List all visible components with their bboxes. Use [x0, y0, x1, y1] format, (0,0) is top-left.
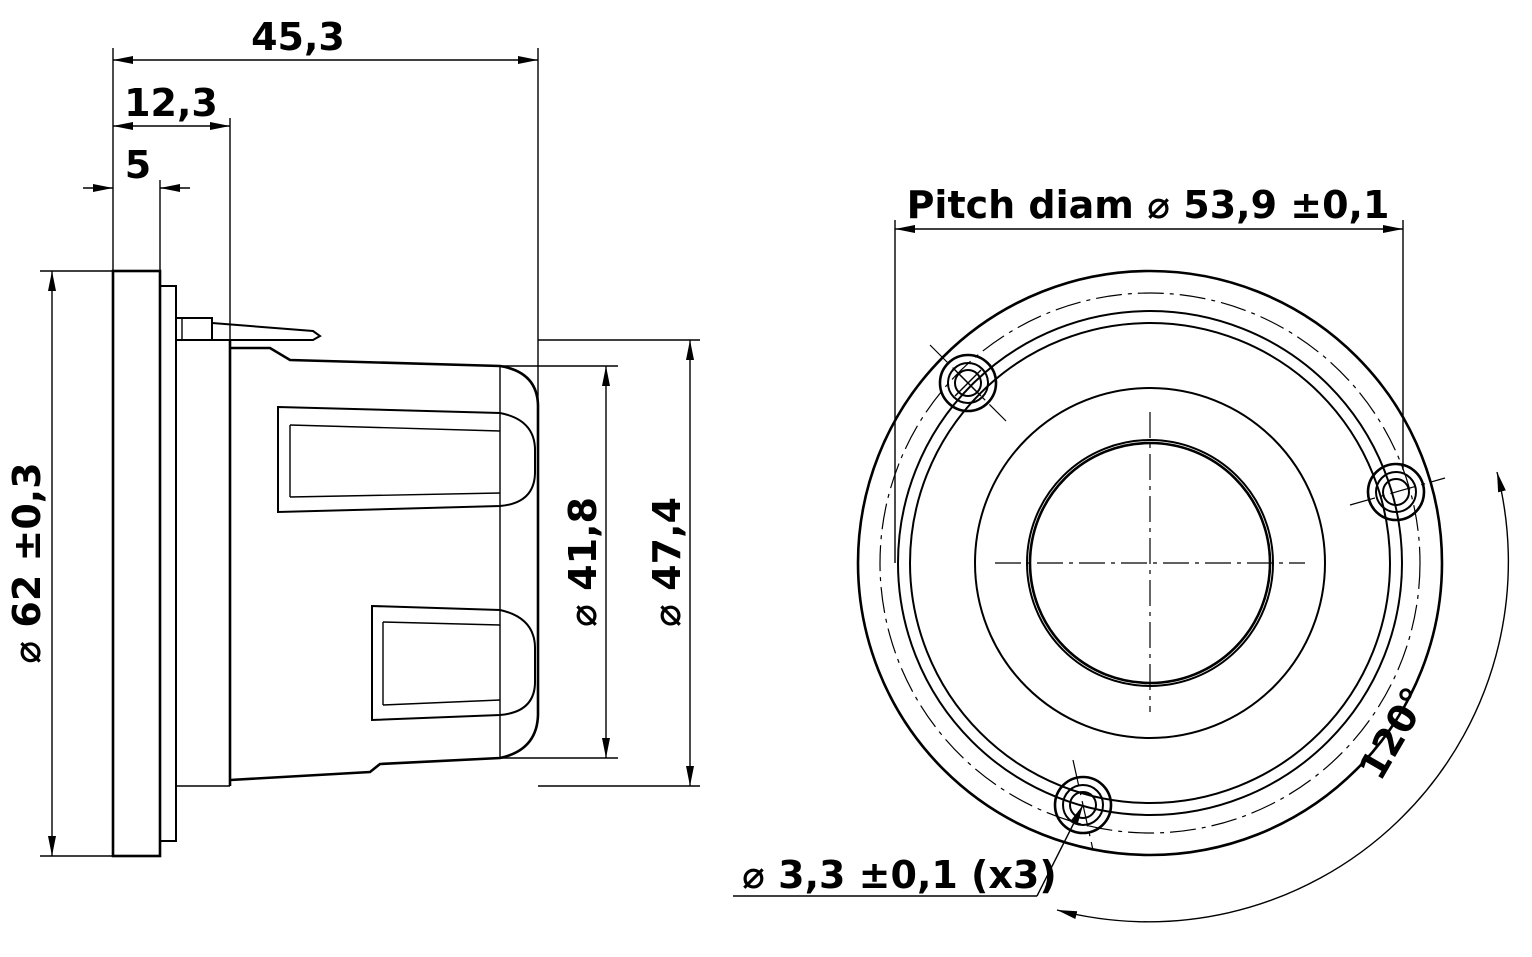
terminal-tab	[175, 317, 322, 341]
svg-text:⌀ 62 ±0,3: ⌀ 62 ±0,3	[5, 462, 49, 663]
svg-text:⌀ 41,8: ⌀ 41,8	[561, 497, 605, 627]
dim-terminal-depth: 12,3	[124, 81, 218, 125]
front-view: Pitch diam ⌀ 53,9 ±0,1 ⌀ 3,3 ±0,1 (x3) 1…	[733, 183, 1510, 923]
hole-dimension: 3,3 ±0,1 (x3)	[778, 853, 1057, 897]
svg-text:⌀ 3,3 ±0,1 (x3): ⌀ 3,3 ±0,1 (x3)	[742, 853, 1057, 897]
dim-inner-diameter: 41,8	[561, 497, 605, 591]
angle-dimension	[1056, 471, 1510, 923]
side-view: 45,3 12,3 5 ⌀ 62 ±0,3 ⌀ 41,8 ⌀ 47,4	[5, 15, 700, 858]
pitch-dimension	[894, 220, 1404, 563]
mounting-hole-2	[1349, 462, 1446, 522]
svg-text:⌀ 47,4: ⌀ 47,4	[645, 497, 689, 627]
pitch-value: 53,9 ±0,1	[1183, 183, 1389, 227]
diameter-symbol: ⌀	[645, 604, 689, 627]
diameter-symbol: ⌀	[1147, 183, 1170, 227]
motor-body	[228, 340, 540, 786]
dimension-lines	[48, 56, 694, 856]
dim-outer-diameter: 47,4	[645, 497, 689, 591]
mounting-hole-1	[929, 344, 1007, 422]
dim-overall-depth: 45,3	[251, 15, 345, 59]
dim-flange-thickness: 5	[125, 143, 151, 187]
diameter-symbol: ⌀	[5, 641, 49, 664]
pitch-label: Pitch diam	[907, 183, 1134, 227]
dim-flange-diameter: 62 ±0,3	[5, 462, 49, 627]
flange	[111, 269, 162, 858]
diameter-symbol: ⌀	[561, 604, 605, 627]
svg-text:Pitch diam ⌀ 53,9: Pitch diam ⌀ 53,9 ±0,1	[907, 183, 1390, 227]
diameter-symbol: ⌀	[742, 853, 765, 897]
flange-step	[159, 285, 177, 842]
